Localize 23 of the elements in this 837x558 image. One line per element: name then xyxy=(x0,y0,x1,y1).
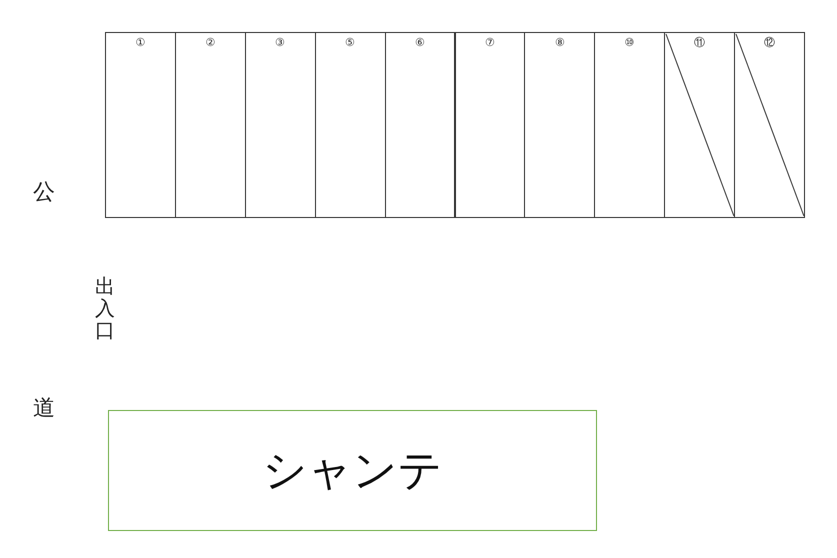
space-number: ⑤ xyxy=(344,36,356,49)
building-outline xyxy=(108,410,597,531)
space-number: ⑥ xyxy=(414,36,426,49)
space-number: ③ xyxy=(274,36,286,49)
parking-space xyxy=(524,32,596,218)
road-label: 公 xyxy=(33,179,55,207)
parking-space xyxy=(244,32,316,218)
parking-space xyxy=(384,32,456,218)
entrance-label: 出入口 xyxy=(95,275,116,341)
space-number: ⑦ xyxy=(484,36,496,49)
building-name: シャンテ xyxy=(262,444,442,498)
parking-space xyxy=(594,32,666,218)
parking-space xyxy=(454,32,526,218)
space-number: ① xyxy=(134,36,146,49)
space-number: ⑫ xyxy=(763,36,776,49)
parking-space xyxy=(105,32,176,218)
space-number: ⑧ xyxy=(554,36,566,49)
parking-space xyxy=(174,32,246,218)
parking-space xyxy=(314,32,386,218)
space-number: ⑩ xyxy=(624,36,636,49)
space-number: ② xyxy=(204,36,216,49)
space-number: ⑪ xyxy=(693,36,706,49)
road-label: 道 xyxy=(33,395,55,423)
